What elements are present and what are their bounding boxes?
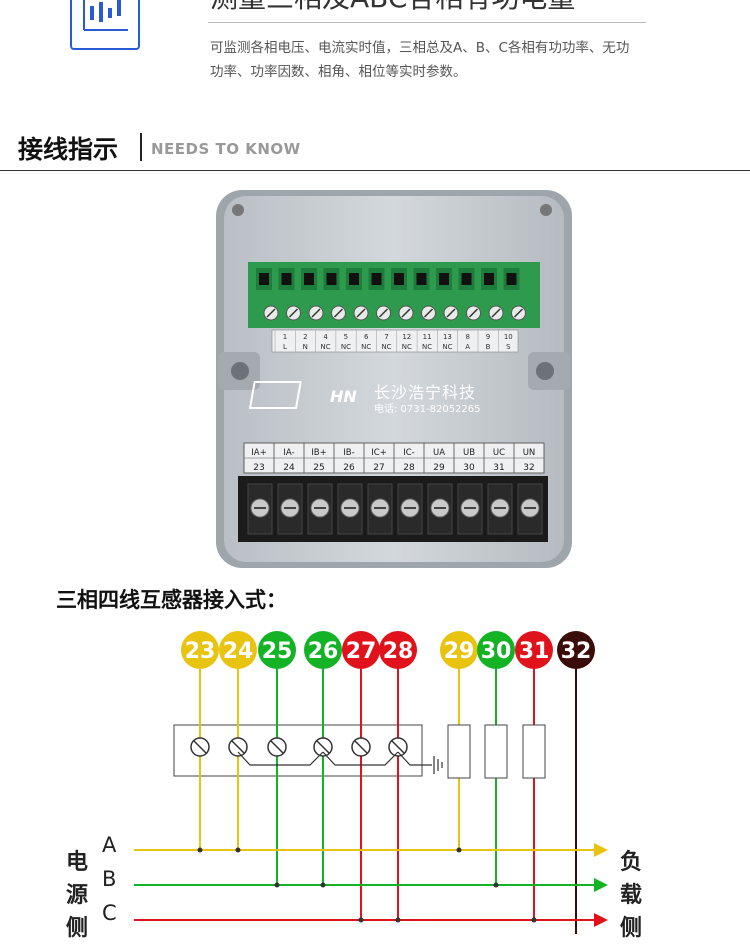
fuse-box [447, 724, 471, 779]
terminal-bubble [342, 631, 380, 669]
top-terminal-label: N [303, 343, 308, 351]
terminal-number: 25 [262, 639, 293, 664]
feature-description: 可监测各相电压、电流实时值，三相总及A、B、C各相有功功率、无功功率、功率因数、… [210, 40, 630, 80]
terminal-number: 29 [444, 639, 475, 664]
terminal-number: 30 [481, 639, 512, 664]
source-side-label: 电源侧 [66, 850, 89, 941]
top-terminal-label: NC [442, 343, 452, 351]
top-terminal-label: A [465, 343, 470, 351]
bottom-terminal-number: 23 [253, 463, 264, 473]
top-terminal-number: 7 [384, 333, 388, 341]
screw-icon [536, 362, 554, 380]
terminal-bubble [181, 631, 219, 669]
diagram-title: 三相四线互感器接入式： [56, 588, 287, 612]
bottom-terminal-label: UN [523, 448, 536, 458]
screw-icon [232, 204, 244, 216]
top-terminal-label: NC [321, 343, 331, 351]
bottom-terminal-label: IB- [343, 448, 354, 458]
top-terminal-number: 5 [344, 333, 348, 341]
bottom-terminal-label: IA- [283, 448, 294, 458]
phase-label-a: A [102, 833, 117, 857]
divider [208, 22, 646, 23]
terminal-bubble [557, 631, 595, 669]
terminal-bubble [440, 631, 478, 669]
ct-terminal-box [173, 724, 423, 777]
terminal-bubble [258, 631, 296, 669]
bottom-terminal-number: 32 [523, 463, 534, 473]
brand-phone: 电话: 0731-82052265 [374, 404, 481, 415]
bottom-terminal-label: UC [493, 448, 505, 458]
terminal-number: 26 [308, 639, 339, 664]
top-terminal-number: 13 [443, 333, 452, 341]
bottom-terminal-label: IC+ [371, 448, 387, 458]
top-terminal-label: L [283, 343, 287, 351]
top-terminal-label: NC [422, 343, 432, 351]
feature-heading: 测量三相及ABC各相有功电量 [210, 0, 575, 16]
bottom-terminal-number: 26 [343, 463, 355, 473]
bottom-terminal-label: UB [463, 448, 475, 458]
bottom-terminal-label: UA [433, 448, 445, 458]
fuse-box [522, 724, 546, 779]
bottom-terminal-label: IA+ [251, 448, 266, 458]
brand-name: 长沙浩宁科技 [374, 383, 477, 402]
top-terminal-label: NC [341, 343, 351, 351]
top-terminal-number: 4 [323, 333, 328, 341]
top-terminal-label: NC [361, 343, 371, 351]
title-separator [140, 133, 142, 161]
bottom-terminal-number: 24 [283, 463, 295, 473]
top-terminal-number: 10 [504, 333, 513, 341]
screw-icon [540, 204, 552, 216]
top-terminal-label: NC [381, 343, 391, 351]
arrow-icon [594, 843, 608, 857]
section-subtitle: NEEDS TO KNOW [151, 140, 301, 158]
terminal-bubble [304, 631, 342, 669]
top-terminal-number: 11 [423, 333, 432, 341]
phase-label-b: B [102, 867, 117, 891]
bottom-terminal-number: 27 [373, 463, 384, 473]
screw-icon [231, 362, 249, 380]
top-terminal-label: S [506, 343, 511, 351]
top-terminal-number: 2 [303, 333, 307, 341]
load-side-label: 负载侧 [620, 850, 643, 941]
top-terminal-label: B [486, 343, 491, 351]
phase-label-c: C [102, 901, 117, 925]
bottom-terminal-number: 25 [313, 463, 324, 473]
bottom-terminal-label: IB+ [311, 448, 326, 458]
terminal-number: 31 [519, 639, 550, 664]
terminal-number: 28 [383, 639, 414, 664]
arrow-icon [594, 913, 608, 927]
brand-logo-icon: HN [248, 381, 357, 409]
top-terminal-number: 6 [364, 333, 369, 341]
bottom-terminal-number: 31 [493, 463, 504, 473]
top-terminal-label: NC [402, 343, 412, 351]
bottom-terminal-number: 28 [403, 463, 415, 473]
terminal-bubble [379, 631, 417, 669]
top-terminal-number: 8 [465, 333, 469, 341]
fuse-box [484, 724, 508, 779]
top-terminal-number: 12 [402, 333, 411, 341]
terminal-number: 27 [346, 639, 377, 664]
terminal-bubble [477, 631, 515, 669]
terminal-number: 24 [223, 639, 254, 664]
section-divider [0, 170, 750, 171]
terminal-number: 32 [561, 639, 592, 664]
terminal-bubble [515, 631, 553, 669]
chart-icon [70, 0, 140, 50]
terminal-bubble [219, 631, 257, 669]
arrow-icon [594, 878, 608, 892]
bottom-terminal-number: 30 [463, 463, 475, 473]
top-terminal-number: 1 [283, 333, 287, 341]
bottom-terminal-number: 29 [433, 463, 445, 473]
svg-text:HN: HN [330, 387, 357, 406]
section-title: 接线指示 [18, 135, 119, 164]
terminal-number: 23 [185, 639, 216, 664]
bottom-terminal-label: IC- [403, 448, 415, 458]
top-terminal-number: 9 [486, 333, 490, 341]
